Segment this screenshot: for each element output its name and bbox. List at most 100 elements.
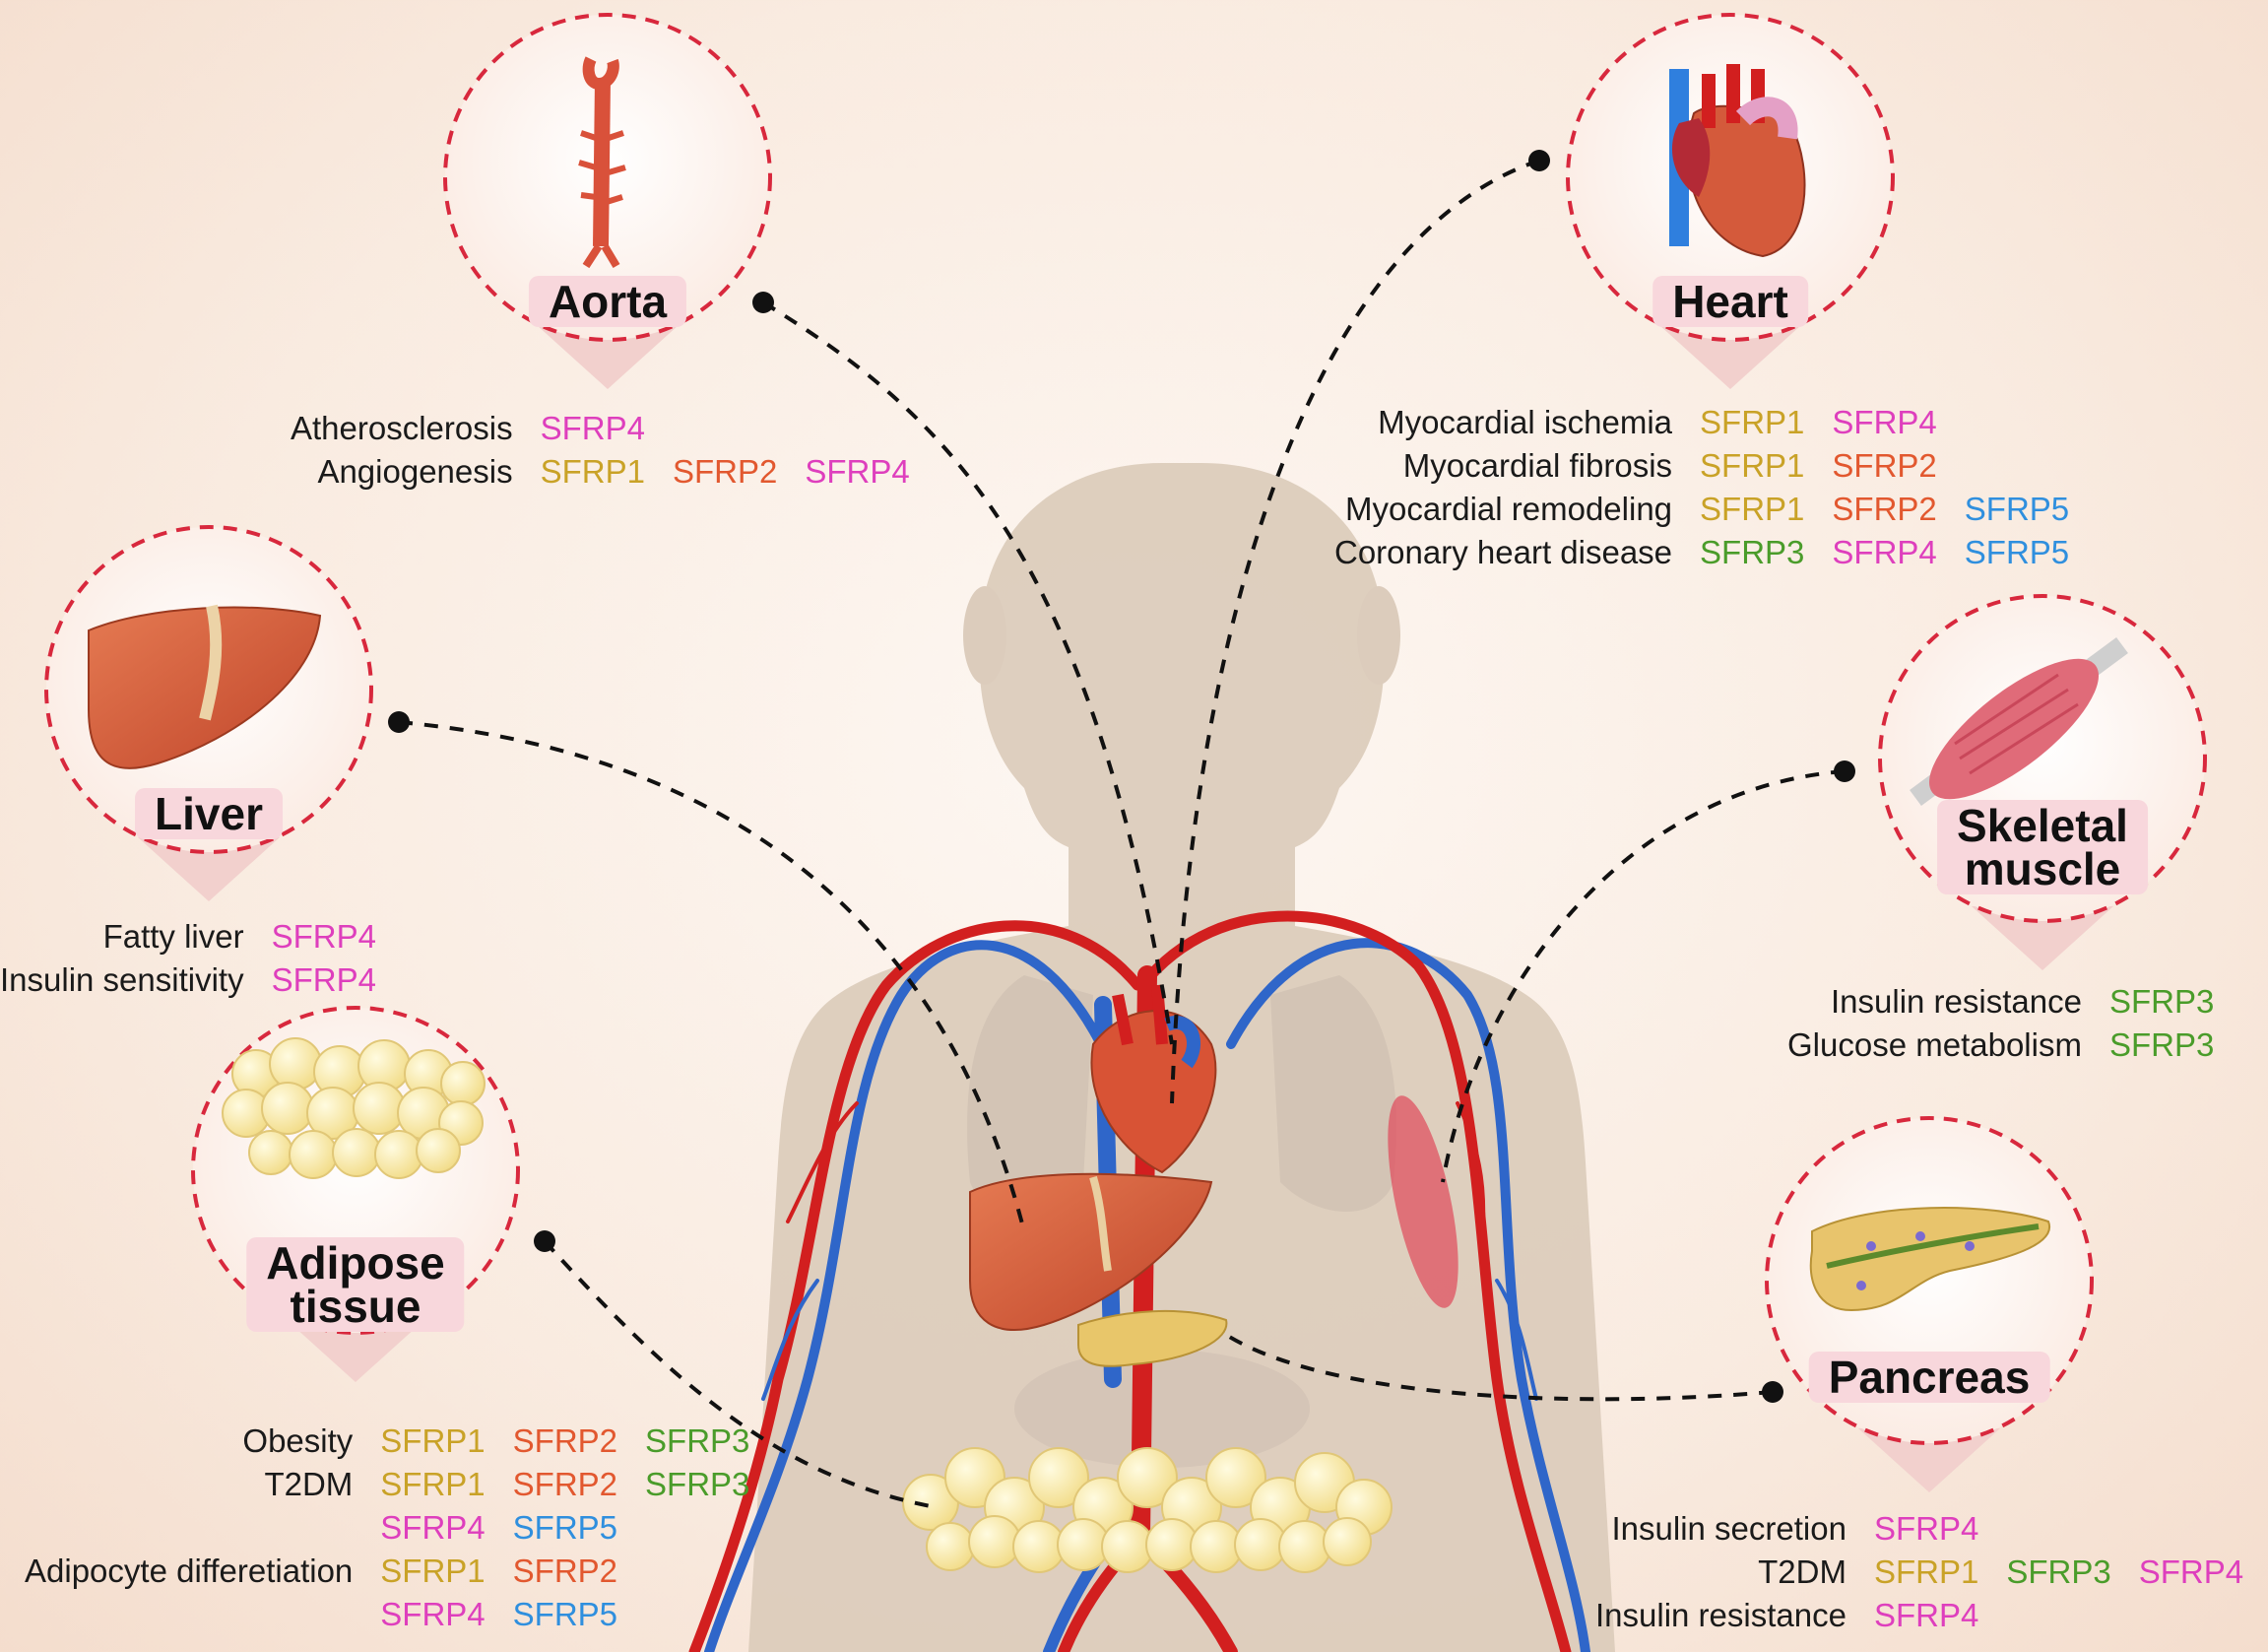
condition-name: Insulin secretion — [1611, 1510, 1847, 1547]
body-adipose — [902, 1447, 1393, 1573]
gene-list: SFRP4 SFRP5 — [380, 1593, 749, 1636]
gene-list: SFRP3 — [2109, 980, 2214, 1024]
gene-list: SFRP4 — [1874, 1507, 2268, 1551]
condition-name: Myocardial fibrosis — [1402, 447, 1673, 484]
gene-tag-sfrp1: SFRP1 — [1873, 1553, 1979, 1590]
label-line: Skeletal — [1957, 800, 2128, 851]
gene-tag-sfrp2: SFRP2 — [512, 1422, 618, 1459]
gene-tag-sfrp4: SFRP4 — [805, 453, 910, 490]
gene-list: SFRP1 SFRP2 SFRP5 — [1700, 488, 2069, 531]
gene-list: SFRP1 SFRP4 — [1700, 401, 2069, 444]
gene-tag-sfrp3: SFRP3 — [645, 1466, 750, 1502]
body-liver — [969, 1172, 1213, 1331]
gene-tag-sfrp4: SFRP4 — [1832, 534, 1937, 570]
gene-tag-sfrp3: SFRP3 — [645, 1422, 750, 1459]
gene-tag-sfrp1: SFRP1 — [380, 1553, 486, 1589]
gene-tag-sfrp4: SFRP4 — [1873, 1597, 1979, 1633]
connector-lines — [398, 159, 1846, 1509]
condition-name: Myocardial ischemia — [1378, 404, 1673, 440]
pancreas-bubble — [1765, 1116, 2094, 1492]
gene-tag-sfrp5: SFRP5 — [1964, 491, 2070, 527]
gene-list: SFRP4 — [541, 407, 910, 450]
gene-list: SFRP4 SFRP5 — [380, 1506, 749, 1550]
fat-cells-icon — [222, 1037, 486, 1179]
body-pancreas — [1077, 1309, 1228, 1367]
gene-list: SFRP1 SFRP2 — [380, 1550, 749, 1593]
gene-list: SFRP1SFRP3SFRP4SFRP5 — [1874, 1551, 2268, 1594]
condition-name: Obesity — [242, 1422, 354, 1459]
gene-tag-sfrp3: SFRP3 — [2108, 1026, 2215, 1063]
gene-list: SFRP1 SFRP2 SFRP4 — [541, 450, 910, 494]
gene-tag-sfrp5: SFRP5 — [512, 1509, 618, 1546]
gene-tag-sfrp4: SFRP4 — [271, 918, 376, 955]
gene-tag-sfrp1: SFRP1 — [380, 1422, 486, 1459]
body-muscle — [1388, 1095, 1458, 1308]
condition-name: Angiogenesis — [317, 453, 513, 490]
gene-tag-sfrp1: SFRP1 — [380, 1466, 486, 1502]
gene-tag-sfrp1: SFRP1 — [1700, 447, 1805, 484]
gene-tag-sfrp4: SFRP4 — [540, 410, 645, 446]
condition-name: Adipocyte differetiation — [25, 1553, 354, 1589]
heart-icon — [1669, 64, 1806, 258]
gene-list: SFRP4 — [272, 958, 376, 1002]
condition-name: Insulin resistance — [1595, 1597, 1847, 1633]
gene-tag-sfrp1: SFRP1 — [1700, 491, 1805, 527]
condition-name: Fatty liver — [102, 918, 244, 955]
gene-list: SFRP1 SFRP2 — [1700, 444, 2069, 488]
condition-name: T2DM — [1758, 1553, 1847, 1590]
condition-name: T2DM — [264, 1466, 354, 1502]
gene-tag-sfrp4: SFRP4 — [380, 1509, 486, 1546]
gene-tag-sfrp2: SFRP2 — [512, 1553, 618, 1589]
aorta-label: Aorta — [528, 276, 687, 327]
gene-list: SFRP4 — [1874, 1594, 2268, 1637]
liver-label: Liver — [135, 788, 283, 839]
condition-name: Insulin sensitivity — [0, 961, 244, 998]
pancreas-label: Pancreas — [1808, 1352, 2050, 1403]
condition-name: Coronary heart disease — [1334, 534, 1673, 570]
gene-tag-sfrp1: SFRP1 — [540, 453, 645, 490]
gene-tag-sfrp3: SFRP3 — [2006, 1553, 2111, 1590]
gene-tag-sfrp2: SFRP2 — [1832, 491, 1937, 527]
gene-tag-sfrp4: SFRP4 — [1873, 1510, 1979, 1547]
liver-icon — [88, 604, 322, 769]
gene-tag-sfrp1: SFRP1 — [1700, 404, 1805, 440]
condition-name: Glucose metabolism — [1787, 1026, 2082, 1063]
heart-label: Heart — [1652, 276, 1808, 327]
gene-tag-sfrp5: SFRP5 — [512, 1596, 618, 1632]
connector-dots — [388, 150, 1855, 1403]
condition-name: Myocardial remodeling — [1345, 491, 1673, 527]
gene-tag-sfrp3: SFRP3 — [2108, 983, 2215, 1020]
label-line: tissue — [290, 1281, 421, 1332]
muscle-icon — [1910, 636, 2128, 807]
condition-name: Insulin resistance — [1830, 983, 2082, 1020]
gene-tag-sfrp2: SFRP2 — [1832, 447, 1937, 484]
gene-tag-sfrp2: SFRP2 — [512, 1466, 618, 1502]
gene-tag-sfrp3: SFRP3 — [1700, 534, 1805, 570]
gene-list: SFRP3 SFRP4 SFRP5 — [1700, 531, 2069, 574]
condition-name: Atherosclerosis — [291, 410, 513, 446]
gene-list: SFRP1 SFRP2 SFRP3 — [380, 1463, 749, 1506]
label-line: muscle — [1964, 843, 2121, 894]
gene-list: SFRP3 — [2109, 1024, 2214, 1067]
gene-list: SFRP4 — [272, 915, 376, 958]
condition-name — [25, 1593, 353, 1636]
gene-tag-sfrp4: SFRP4 — [380, 1596, 486, 1632]
aorta-icon — [578, 56, 626, 269]
gene-list: SFRP1 SFRP2 SFRP3 — [380, 1420, 749, 1463]
gene-tag-sfrp5: SFRP5 — [1964, 534, 2070, 570]
gene-tag-sfrp2: SFRP2 — [672, 453, 778, 490]
skeletal-muscle-label: Skeletal muscle — [1937, 800, 2148, 894]
label-line: Adipose — [266, 1237, 445, 1289]
gene-tag-sfrp4: SFRP4 — [2138, 1553, 2244, 1590]
adipose-label: Adipose tissue — [246, 1237, 465, 1332]
condition-name — [25, 1506, 353, 1550]
gene-tag-sfrp4: SFRP4 — [271, 961, 376, 998]
gene-tag-sfrp4: SFRP4 — [1832, 404, 1937, 440]
